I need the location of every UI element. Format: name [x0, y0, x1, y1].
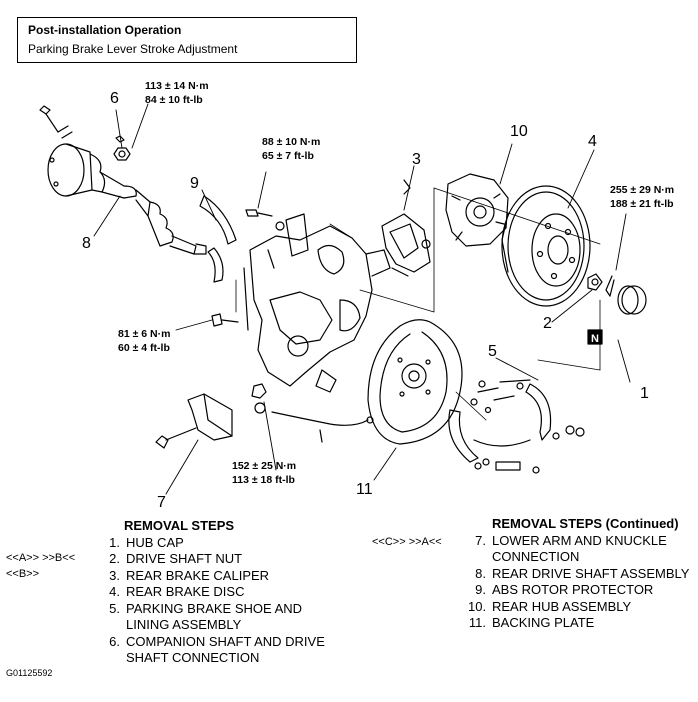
torque-3-nm: 255 ± 29 N·m — [610, 184, 674, 196]
step-number: 6. — [109, 633, 120, 649]
callout-10: 10 — [510, 123, 528, 140]
procedure-tag-step-3: <<B>> — [6, 568, 40, 580]
step-text: PARKING BRAKE SHOE AND — [126, 600, 303, 616]
torque-1-ftlb: 84 ± 10 ft-lb — [145, 94, 203, 106]
step-number: 11. — [468, 615, 486, 630]
list-item: 7. LOWER ARM AND KNUCKLE — [468, 533, 696, 550]
callout-2: 2 — [543, 315, 552, 332]
torque-2-nm: 88 ± 10 N·m — [262, 136, 320, 148]
step-number: 5. — [109, 600, 120, 616]
torque-4-nm: 81 ± 6 N·m — [118, 328, 170, 340]
callout-6: 6 — [110, 90, 119, 107]
companion-shaft-nut — [113, 135, 131, 161]
nut-marker — [587, 329, 603, 345]
leader-lines — [93, 103, 631, 495]
step-number: 2. — [109, 551, 120, 566]
torque-3-ftlb: 188 ± 21 ft-lb — [610, 198, 674, 210]
callout-4: 4 — [588, 133, 597, 150]
removal-steps-heading: REMOVAL STEPS — [124, 518, 235, 533]
rear-hub-assembly — [445, 173, 509, 247]
abs-rotor-protector — [199, 195, 237, 283]
list-item: 10. REAR HUB ASSEMBLY — [468, 599, 696, 616]
step-number: 4. — [109, 584, 120, 599]
list-item: CONNECTION — [468, 549, 696, 566]
step-number: 10. — [468, 598, 487, 614]
callout-7: 7 — [157, 494, 166, 510]
list-item: 2. DRIVE SHAFT NUT — [102, 551, 362, 568]
exploded-view-diagram: 1 2 3 4 5 6 7 8 9 10 11 113 ± 14 N·m 84 … — [39, 80, 674, 510]
drive-shaft-nut — [587, 273, 603, 291]
torque-1-nm: 113 ± 14 N·m — [145, 80, 209, 92]
parking-brake-cable — [271, 411, 374, 443]
hub-cap — [617, 285, 647, 315]
step-text: SHAFT CONNECTION — [126, 650, 260, 665]
torque-2-ftlb: 65 ± 7 ft-lb — [262, 150, 314, 162]
removal-steps-continued-heading: REMOVAL STEPS (Continued) — [492, 516, 679, 531]
list-item: LINING ASSEMBLY — [102, 617, 362, 634]
step-text: REAR HUB ASSEMBLY — [492, 598, 632, 614]
callout-11: 11 — [356, 481, 373, 498]
list-item: 3. REAR BRAKE CALIPER — [102, 568, 362, 585]
nut-marker-label: N — [591, 333, 599, 345]
callout-8: 8 — [82, 235, 91, 252]
lower-arm-bracket — [155, 383, 267, 449]
rear-brake-caliper — [381, 179, 431, 277]
list-item: 11. BACKING PLATE — [468, 615, 696, 632]
parking-brake-shoe-assembly — [448, 379, 585, 474]
header-subtitle: Parking Brake Lever Stroke Adjustment — [28, 42, 238, 56]
callout-5: 5 — [488, 343, 497, 360]
step-text: BACKING PLATE — [492, 615, 595, 630]
callout-labels: 1 2 3 4 5 6 7 8 9 10 11 — [82, 90, 649, 510]
procedure-tag-step-7: <<C>> >>A<< — [372, 536, 442, 548]
step-text: REAR BRAKE CALIPER — [126, 567, 270, 583]
list-item: SHAFT CONNECTION — [102, 650, 362, 667]
step-number: 7. — [475, 532, 486, 548]
step-text: REAR BRAKE DISC — [126, 584, 245, 599]
outline-frame — [235, 187, 601, 421]
cotter-pin — [605, 275, 615, 297]
list-item: 5. PARKING BRAKE SHOE AND — [102, 601, 362, 618]
list-item: 4. REAR BRAKE DISC — [102, 584, 362, 601]
figure-id: G01125592 — [6, 668, 53, 678]
step-text: ABS ROTOR PROTECTOR — [492, 582, 654, 597]
removal-steps-right: REMOVAL STEPS (Continued) 7. LOWER ARM A… — [468, 516, 696, 632]
torque-specs: 113 ± 14 N·m 84 ± 10 ft-lb 88 ± 10 N·m 6… — [118, 80, 674, 486]
callout-1: 1 — [640, 385, 649, 402]
step-number: 3. — [109, 567, 120, 583]
torque-5-ftlb: 113 ± 18 ft-lb — [232, 474, 295, 486]
step-text: REAR DRIVE SHAFT ASSEMBLY — [492, 565, 690, 581]
list-item: 6. COMPANION SHAFT AND DRIVE — [102, 634, 362, 651]
list-item: 1. HUB CAP — [102, 535, 362, 552]
step-number: 9. — [475, 582, 486, 597]
procedure-tag-step-2: <<A>> >>B<< — [6, 552, 76, 564]
step-text: CONNECTION — [492, 549, 580, 564]
list-item: 8. REAR DRIVE SHAFT ASSEMBLY — [468, 566, 696, 583]
header-title: Post-installation Operation — [28, 23, 182, 37]
step-text: LINING ASSEMBLY — [126, 617, 242, 632]
step-text: COMPANION SHAFT AND DRIVE — [126, 633, 325, 649]
torque-4-ftlb: 60 ± 4 ft-lb — [118, 342, 170, 354]
torque-5-nm: 152 ± 25 N·m — [232, 460, 296, 472]
knuckle-bolt — [211, 313, 239, 327]
step-text: DRIVE SHAFT NUT — [126, 551, 243, 566]
callout-9: 9 — [190, 175, 199, 192]
caliper-bolt — [245, 209, 285, 231]
step-number: 8. — [475, 565, 486, 581]
backing-plate — [367, 319, 463, 445]
rear-brake-disc — [501, 185, 591, 307]
list-item: 9. ABS ROTOR PROTECTOR — [468, 582, 696, 599]
removal-steps-left: REMOVAL STEPS 1. HUB CAP 2. DRIVE SHAFT … — [102, 518, 362, 667]
step-text: HUB CAP — [126, 534, 184, 550]
step-number: 1. — [109, 534, 120, 550]
header-box: Post-installation Operation Parking Brak… — [17, 17, 357, 63]
callout-3: 3 — [412, 151, 421, 168]
knuckle-housing — [243, 213, 391, 393]
step-text: LOWER ARM AND KNUCKLE — [492, 532, 667, 548]
drive-shaft-assembly — [39, 105, 207, 255]
